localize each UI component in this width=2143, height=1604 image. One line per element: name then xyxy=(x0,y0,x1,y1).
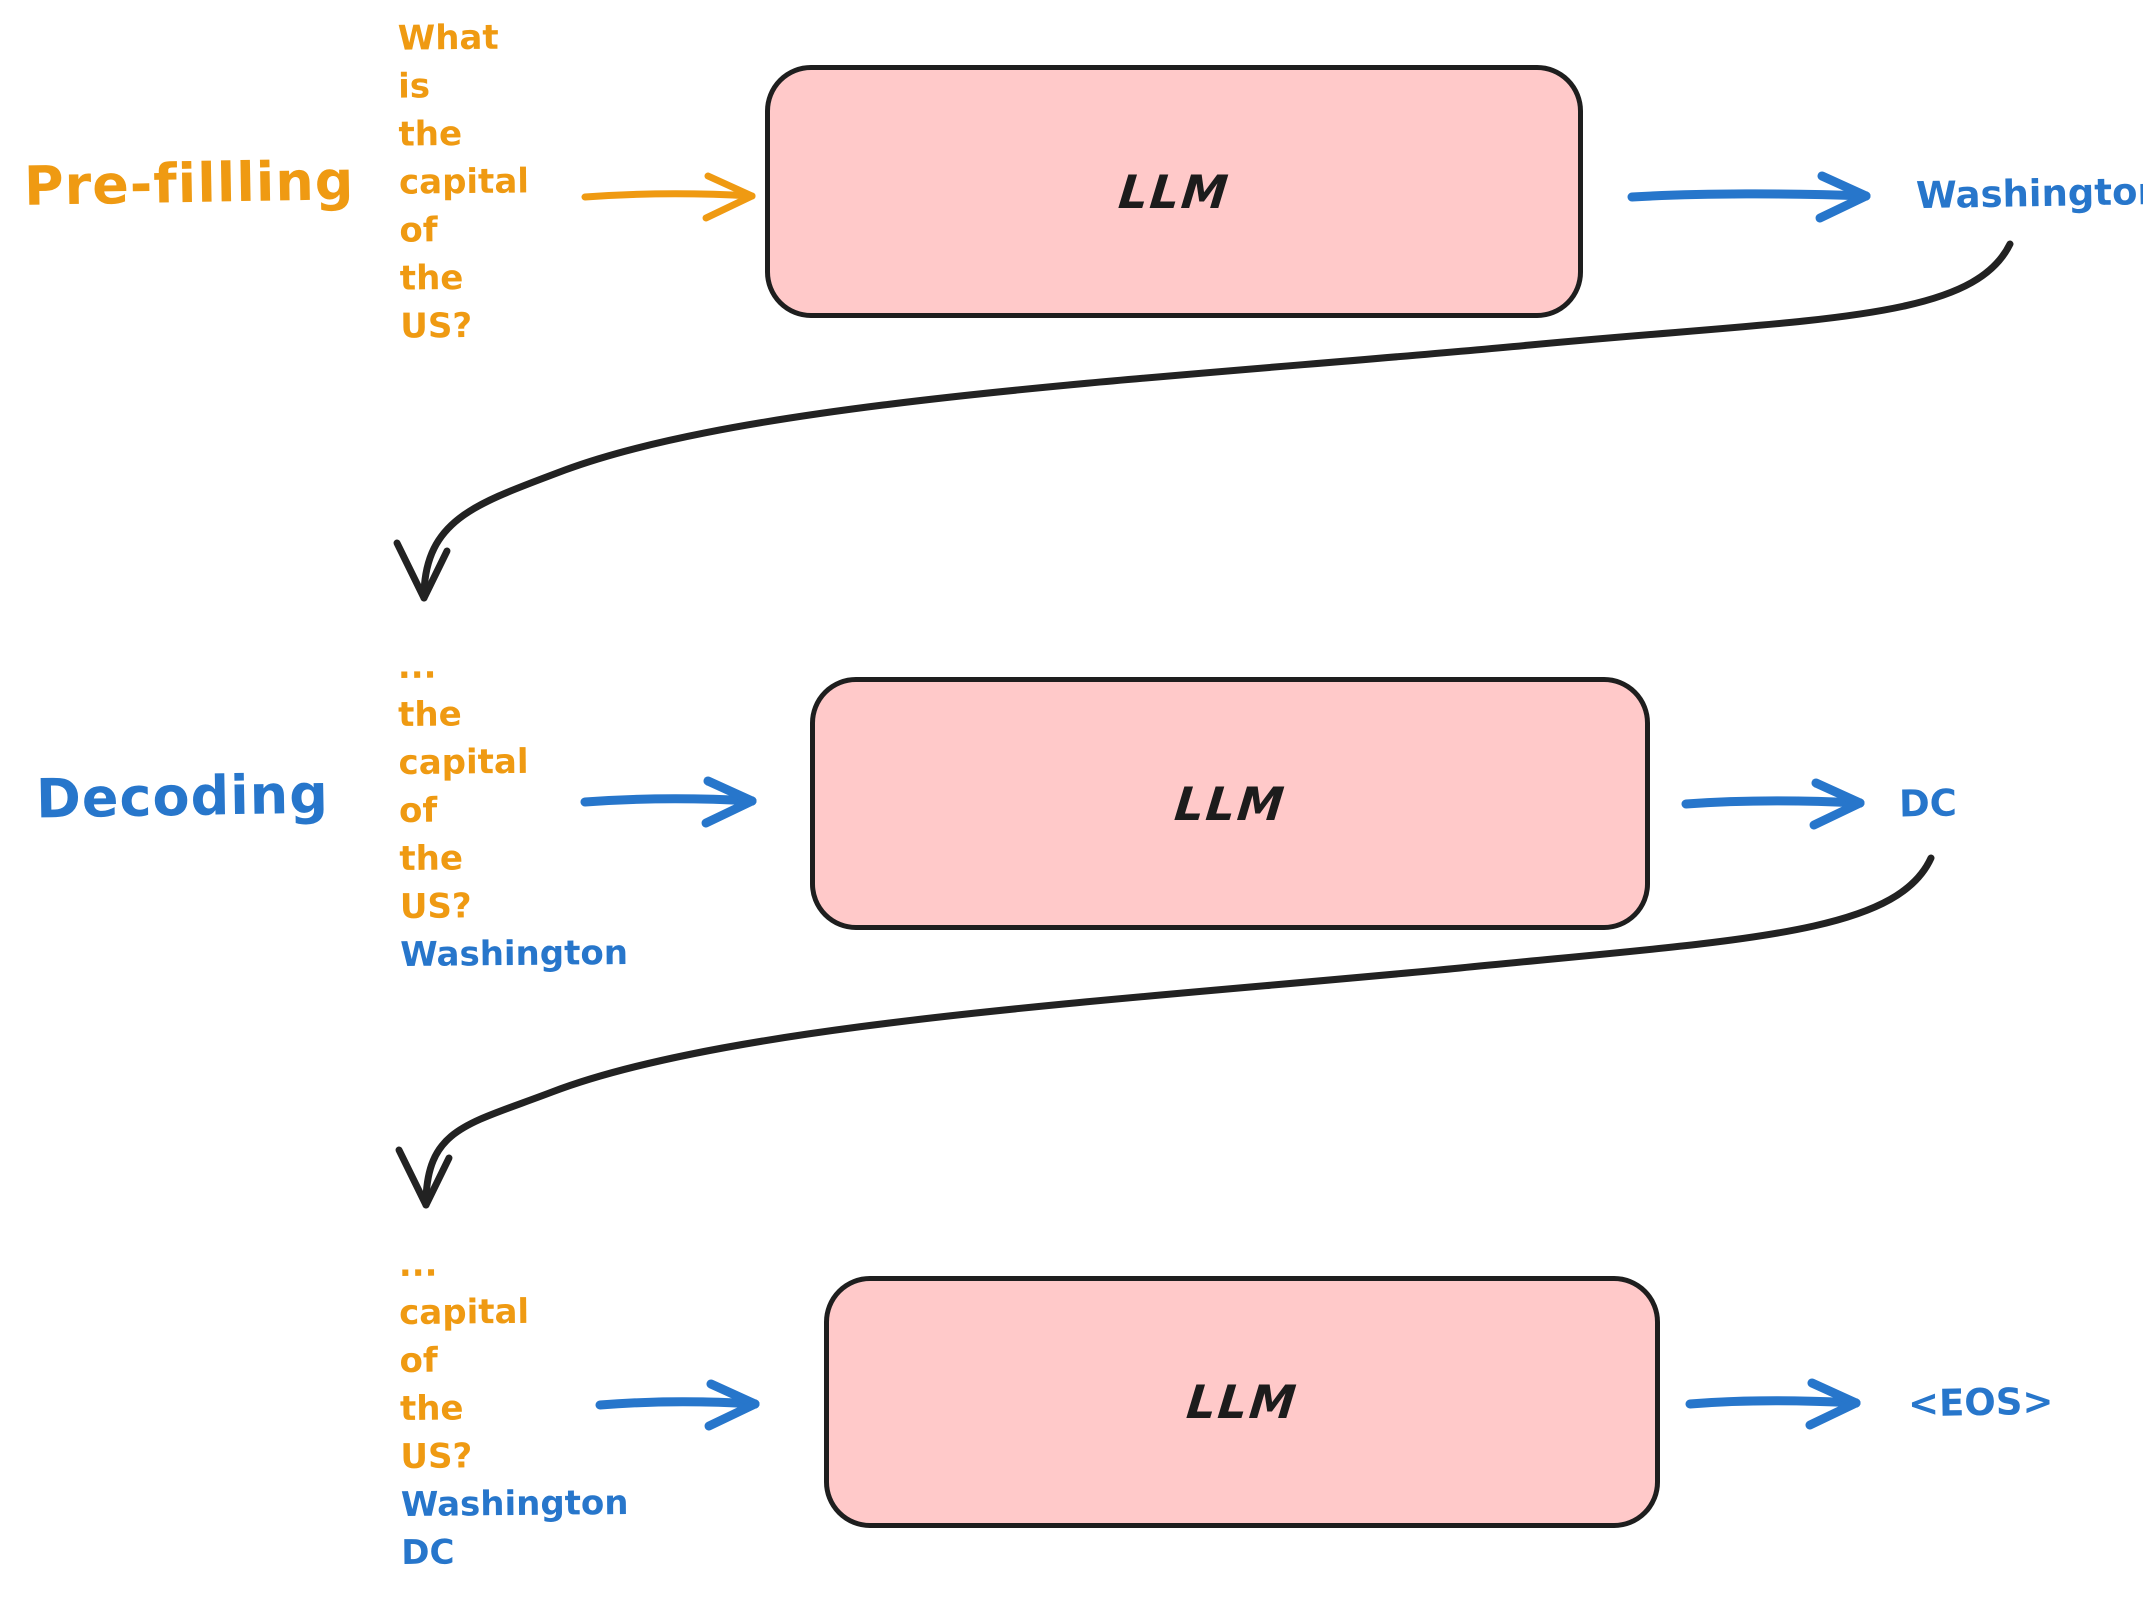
decode2-output-arrow xyxy=(1685,1378,1861,1430)
prompt-token: US? xyxy=(399,886,472,927)
prompt-token: the xyxy=(399,258,464,299)
prompt-token: US? xyxy=(400,305,473,347)
prefill-input-arrow xyxy=(581,172,756,222)
llm-box-decode2: LLM xyxy=(824,1276,1660,1528)
phase-label-decoding: Decoding xyxy=(35,762,330,831)
decode1-output-arrow xyxy=(1681,778,1865,830)
prompt-token: Washington xyxy=(400,933,629,975)
prompt-token: of xyxy=(399,1340,438,1381)
prompt-token: the xyxy=(399,838,464,879)
llm-box-label: LLM xyxy=(1115,164,1233,219)
prompt-token: ... xyxy=(397,646,437,687)
phase-label-prefilling: Pre-fillling xyxy=(23,149,355,218)
prompt-token: ... xyxy=(398,1244,438,1285)
prefill-output-arrow xyxy=(1627,171,1871,223)
prompt-token: capital xyxy=(398,1291,530,1333)
prompt-token: the xyxy=(397,694,462,735)
prompt-token: What xyxy=(397,17,499,59)
prompt-token: the xyxy=(398,114,463,155)
prompt-token: of xyxy=(398,790,438,831)
llm-box-label: LLM xyxy=(1183,1375,1301,1429)
llm-box-label: LLM xyxy=(1171,776,1289,831)
prompt-token: capital xyxy=(398,161,530,203)
prompt-token: is xyxy=(397,66,431,107)
prompt-token: the xyxy=(399,1388,464,1429)
output-token-dc: DC xyxy=(1898,781,1958,826)
output-token-eos: <EOS> xyxy=(1907,1379,2054,1426)
prompt-token: of xyxy=(399,210,438,251)
prompt-token: DC xyxy=(401,1532,455,1573)
prompt-token: Washington xyxy=(400,1483,629,1525)
prompt-token: capital xyxy=(398,741,529,783)
llm-box-prefill: LLM xyxy=(765,65,1583,318)
prompt-token: US? xyxy=(400,1436,473,1477)
llm-box-decode1: LLM xyxy=(810,677,1650,930)
output-token-washington: Washington xyxy=(1915,169,2143,218)
